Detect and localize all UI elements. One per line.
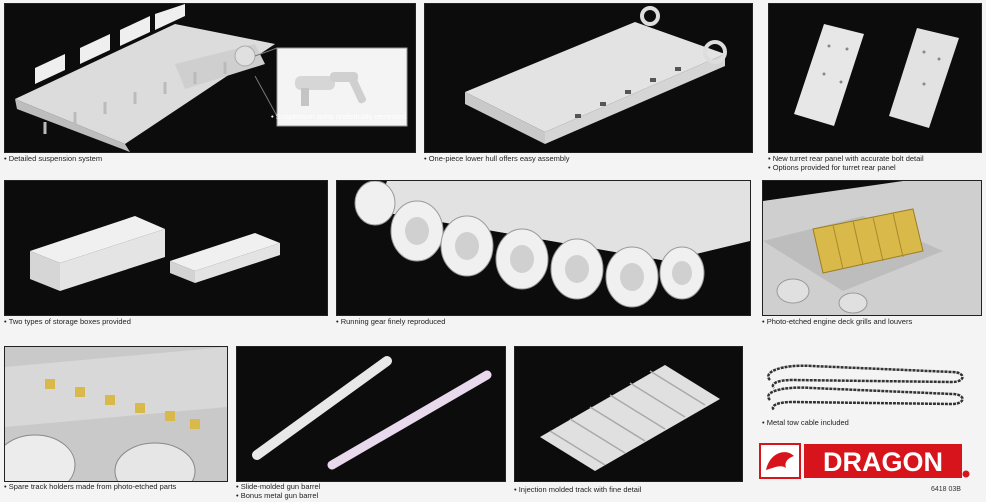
caption-suspension-arms: Suspension arms realistically recreated — [271, 112, 406, 121]
tow-cable-illustration — [767, 364, 964, 411]
caption-tow-cable: Metal tow cable included — [762, 418, 849, 427]
suspension-arm-inset — [295, 72, 366, 106]
caption-gun-barrel-slide: Slide-molded gun barrel — [236, 482, 321, 491]
panel-track — [514, 346, 743, 482]
suspension-illustration — [15, 4, 408, 152]
turret-rear-illustration — [794, 24, 959, 128]
dragon-emblem-icon: DRAGON — [759, 443, 970, 479]
dragon-logo: DRAGON — [758, 442, 970, 480]
track-illustration — [540, 365, 720, 471]
caption-running-gear: Running gear finely reproduced — [336, 317, 446, 326]
running-gear-illustration — [354, 181, 750, 308]
lower-hull-illustration — [465, 6, 727, 144]
panel-suspension: Suspension arms realistically recreated — [4, 3, 416, 153]
caption-track: Injection molded track with fine detail — [514, 485, 642, 494]
caption-storage-boxes: Two types of storage boxes provided — [4, 317, 131, 326]
gun-barrels-illustration — [252, 356, 492, 470]
panel-tow-cable — [752, 350, 980, 420]
panel-running-gear — [336, 180, 751, 316]
panel-turret-rear — [768, 3, 982, 153]
product-code: 6418 03B — [931, 486, 961, 493]
panel-engine-deck — [762, 180, 982, 316]
brand-name: DRAGON — [823, 447, 943, 477]
storage-boxes-illustration — [30, 216, 280, 291]
panel-storage-boxes — [4, 180, 328, 316]
track-holders-illustration — [5, 347, 227, 481]
caption-suspension: Detailed suspension system — [4, 154, 102, 163]
panel-lower-hull — [424, 3, 753, 153]
caption-track-holders: Spare track holders made from photo-etch… — [4, 482, 177, 491]
caption-turret-rear-a: New turret rear panel with accurate bolt… — [768, 154, 924, 163]
caption-gun-barrel-metal: Bonus metal gun barrel — [236, 491, 319, 500]
caption-lower-hull: One-piece lower hull offers easy assembl… — [424, 154, 570, 163]
engine-deck-illustration — [763, 181, 981, 315]
panel-track-holders — [4, 346, 228, 482]
caption-engine-deck: Photo-etched engine deck grills and louv… — [762, 317, 913, 326]
caption-turret-rear-b: Options provided for turret rear panel — [768, 163, 896, 172]
panel-gun-barrels — [236, 346, 506, 482]
